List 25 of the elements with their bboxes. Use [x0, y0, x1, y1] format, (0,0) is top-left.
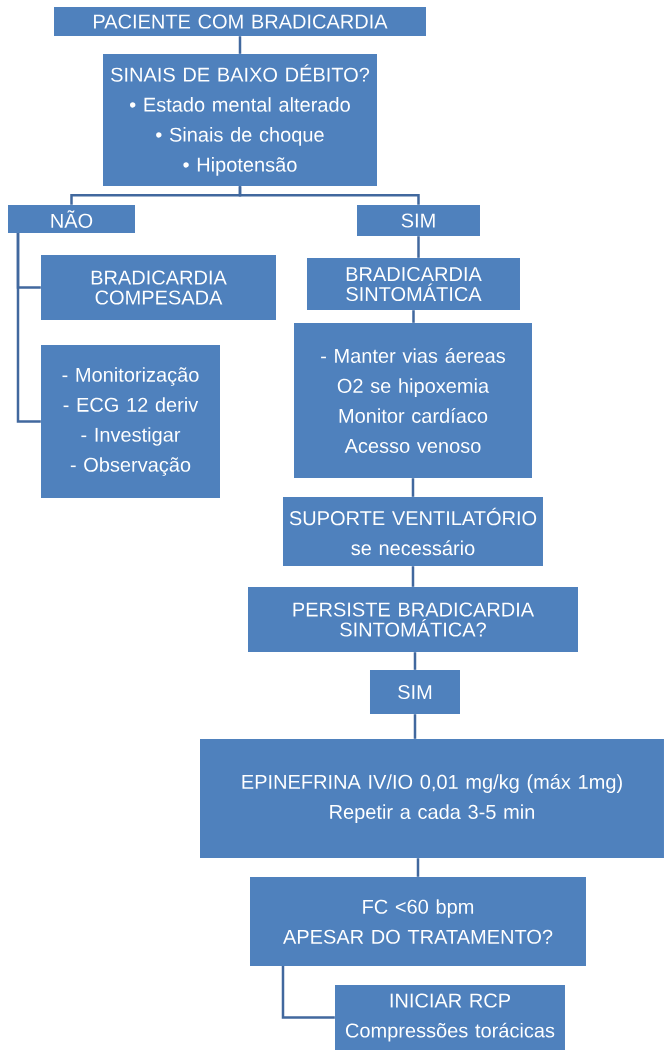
process-box: - Monitorização - ECG 12 deriv - Investigar - Observação — [41, 345, 220, 498]
start-box: PACIENTE COM BRADICARDIA — [54, 7, 426, 36]
decision-box: FC <60 bpm APESAR DO TRATAMENTO? — [250, 877, 586, 966]
connector — [238, 36, 242, 54]
connector — [16, 233, 41, 423]
answer-box: SIM — [370, 670, 460, 714]
answer-box: SIM — [357, 205, 480, 236]
connector — [416, 858, 420, 877]
connector — [411, 566, 415, 587]
connector — [413, 652, 417, 670]
connector — [417, 236, 420, 258]
answer-box: NÃO — [8, 205, 135, 233]
connector — [412, 310, 415, 323]
process-box: - Manter vias áereas O2 se hipoxemia Monitor cardíaco Acesso venoso — [294, 323, 532, 478]
process-box: EPINEFRINA IV/IO 0,01 mg/kg (máx 1mg) Repetir a cada 3-5 min — [200, 739, 664, 858]
connector — [238, 186, 420, 205]
decision-box: PERSISTE BRADICARDIA SINTOMÁTICA? — [248, 587, 578, 652]
process-box: SUPORTE VENTILATÓRIO se necessário — [283, 497, 543, 566]
process-box: BRADICARDIA SINTOMÁTICA — [307, 258, 520, 310]
process-box: BRADICARDIA COMPESADA — [41, 255, 276, 320]
decision-box: SINAIS DE BAIXO DÉBITO? • Estado mental alterado • Sinais de choque • Hipotensão — [103, 54, 377, 186]
process-box: INICIAR RCP Compressões torácicas — [335, 985, 565, 1050]
connector — [413, 714, 417, 739]
connector — [281, 966, 335, 1019]
connector — [411, 478, 415, 497]
